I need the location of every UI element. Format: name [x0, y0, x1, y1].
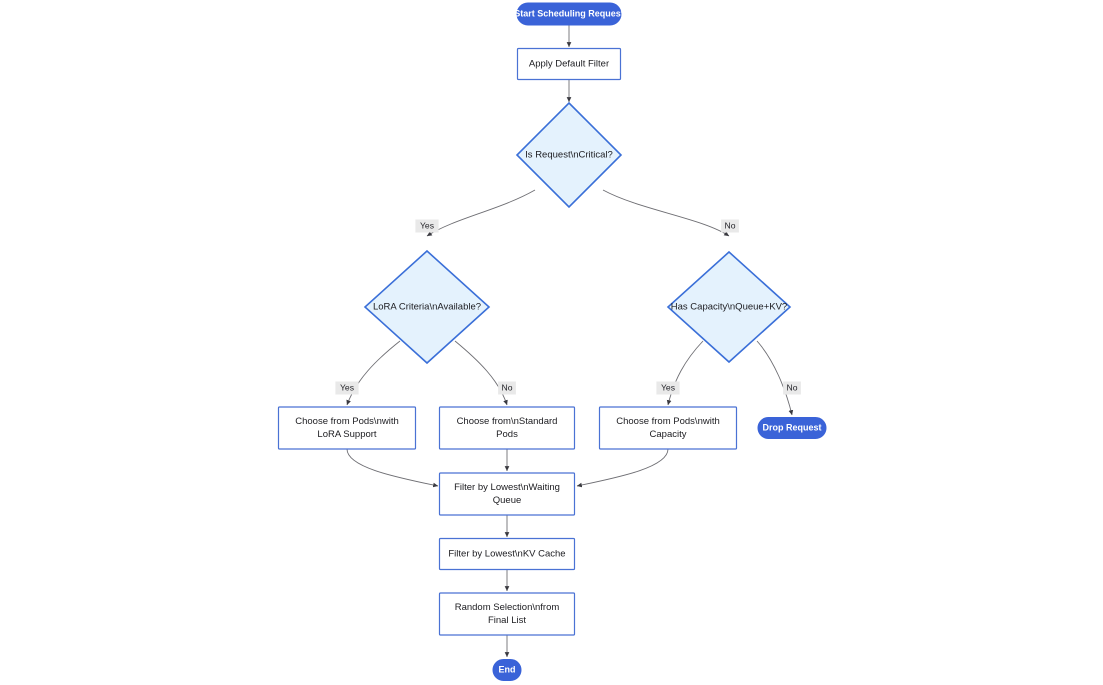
edge-pods_cap-to-filter_queue — [576, 448, 669, 488]
edge-label-background — [415, 219, 439, 233]
edge-label-background — [498, 381, 516, 395]
edge-label-lora-yes: Yes — [335, 381, 359, 395]
node-label-pods_cap: Choose from Pods\nwith — [616, 416, 720, 427]
edge-lora-to-pods_lora — [346, 340, 401, 406]
node-shape-diamond — [666, 250, 792, 364]
node-label-capacity: Has Capacity\nQueue+KV? — [671, 302, 787, 313]
node-end[interactable]: End — [492, 659, 522, 681]
node-start[interactable]: Start Scheduling Request — [514, 2, 624, 26]
edge-pods_lora-to-filter_queue — [346, 448, 439, 488]
edge-capacity-to-drop — [756, 340, 794, 416]
edge-label-text: Yes — [340, 382, 354, 392]
node-label-default: Apply Default Filter — [529, 59, 609, 70]
node-label-end: End — [499, 664, 516, 674]
node-critical[interactable]: Is Request\nCritical? — [515, 101, 623, 209]
edge-label-text: Yes — [661, 382, 675, 392]
edge-label-background — [335, 381, 359, 395]
node-shape-diamond — [363, 249, 491, 365]
edge-critical-to-lora — [426, 189, 536, 237]
node-label-filter_kv: Filter by Lowest\nKV Cache — [448, 549, 565, 560]
edge-label-text: Yes — [420, 220, 434, 230]
node-shape-rect — [438, 592, 576, 636]
node-label-pods_cap: Capacity — [650, 429, 687, 440]
node-drop[interactable]: Drop Request — [757, 417, 827, 439]
node-label-random: Random Selection\nfrom — [455, 602, 560, 613]
edge-label-critical-no: No — [721, 219, 739, 233]
node-shape-rect — [438, 472, 576, 516]
edge-label-background — [721, 219, 739, 233]
node-shape-rect — [598, 406, 738, 450]
node-shape-pill — [492, 659, 522, 681]
node-shape-rect — [438, 406, 576, 450]
node-label-pods_lora: Choose from Pods\nwith — [295, 416, 399, 427]
edge-label-background — [783, 381, 801, 395]
edge-label-background — [656, 381, 680, 395]
edge-label-lora-no: No — [498, 381, 516, 395]
node-shape-rect — [438, 537, 576, 571]
node-shape-diamond — [515, 101, 623, 209]
node-label-lora: LoRA Criteria\nAvailable? — [373, 302, 481, 313]
node-shape-rect — [277, 406, 417, 450]
edge-label-text: No — [787, 382, 798, 392]
node-shape-pill — [516, 2, 622, 26]
node-label-filter_queue: Filter by Lowest\nWaiting — [454, 482, 560, 493]
node-label-pods_std: Pods — [496, 429, 518, 440]
node-filter_kv[interactable]: Filter by Lowest\nKV Cache — [438, 537, 576, 571]
node-label-start: Start Scheduling Request — [514, 8, 624, 18]
edge-label-text: No — [502, 382, 513, 392]
edge-lora-to-pods_std — [454, 340, 508, 406]
edge-label-capacity-yes: Yes — [656, 381, 680, 395]
node-shape-pill — [757, 417, 827, 439]
node-label-filter_queue: Queue — [493, 495, 522, 506]
node-label-pods_lora: LoRA Support — [317, 429, 377, 440]
node-label-drop: Drop Request — [762, 422, 821, 432]
node-label-critical: Is Request\nCritical? — [525, 150, 613, 161]
edge-critical-to-capacity — [602, 189, 730, 237]
edge-label-text: No — [725, 220, 736, 230]
node-label-pods_std: Choose from\nStandard — [457, 416, 558, 427]
edge-label-capacity-no: No — [783, 381, 801, 395]
node-shape-rect — [516, 47, 622, 81]
edges-layer — [346, 25, 794, 658]
edge-capacity-to-pods_cap — [666, 340, 704, 406]
node-default[interactable]: Apply Default Filter — [516, 47, 622, 81]
edge-label-critical-yes: Yes — [415, 219, 439, 233]
node-capacity[interactable]: Has Capacity\nQueue+KV? — [666, 250, 792, 364]
node-label-random: Final List — [488, 615, 526, 626]
node-lora[interactable]: LoRA Criteria\nAvailable? — [363, 249, 491, 365]
